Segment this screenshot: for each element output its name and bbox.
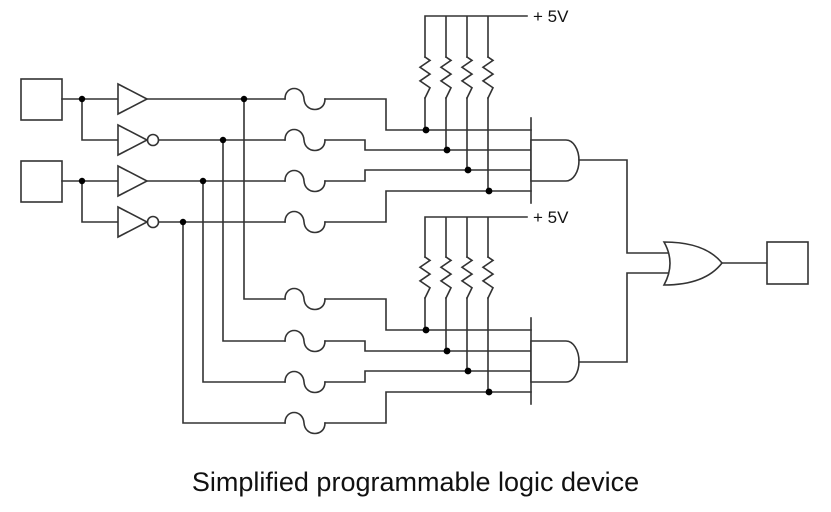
junction-dot — [78, 177, 86, 185]
junction-dot — [199, 177, 207, 185]
fuse — [284, 287, 326, 311]
input-a-wires — [61, 98, 119, 141]
resistor — [418, 255, 432, 300]
fuse — [284, 169, 326, 193]
resistor-leads-lower — [424, 297, 489, 393]
junction-dot — [422, 126, 430, 134]
inverter-b — [117, 205, 149, 239]
fuse-array — [284, 87, 326, 435]
supply-label-upper: + 5V — [533, 7, 569, 26]
junction-dot — [464, 367, 472, 375]
resistor — [439, 55, 453, 100]
fuse — [284, 210, 326, 234]
buffer-a — [117, 82, 149, 116]
resistor-leads-upper — [424, 97, 489, 192]
junction-dot — [485, 388, 493, 396]
resistor — [481, 55, 495, 100]
inverter-bubble — [146, 133, 160, 147]
junction-dot — [464, 166, 472, 174]
inverter-bubble — [146, 215, 160, 229]
vertical-drops — [182, 98, 286, 424]
junction-dot — [219, 136, 227, 144]
supply-rail-lower — [424, 216, 528, 258]
junction-dot — [179, 218, 187, 226]
fuse — [284, 128, 326, 152]
and-gate-upper — [530, 139, 580, 182]
fuse — [284, 329, 326, 353]
junction-dot — [240, 95, 248, 103]
or-gate — [662, 241, 724, 286]
and-lower-output-wire — [578, 272, 670, 363]
junction-dot — [443, 347, 451, 355]
input-box-b — [20, 160, 63, 203]
inverter-a — [117, 123, 149, 157]
fuse — [284, 87, 326, 111]
supply-rail-upper — [424, 15, 528, 58]
input-rails — [146, 98, 286, 223]
resistor — [418, 55, 432, 100]
junction-dot — [422, 326, 430, 334]
buffer-b — [117, 164, 149, 198]
junction-dot — [78, 95, 86, 103]
output-box — [766, 241, 809, 285]
input-box-a — [20, 78, 63, 121]
resistor — [460, 55, 474, 100]
fuse — [284, 411, 326, 435]
resistor — [460, 255, 474, 300]
pullup-resistors — [418, 55, 495, 300]
lower-and-inputs — [324, 298, 532, 424]
junction-dot — [443, 146, 451, 154]
resistor — [481, 255, 495, 300]
upper-and-inputs — [324, 98, 532, 223]
junction-dot — [485, 187, 493, 195]
diagram-caption: Simplified programmable logic device — [191, 467, 640, 497]
input-b-wires — [61, 180, 119, 223]
resistor — [439, 255, 453, 300]
fuse — [284, 370, 326, 394]
supply-label-lower: + 5V — [533, 208, 569, 227]
and-upper-output-wire — [578, 159, 670, 254]
and-gate-lower — [530, 340, 580, 383]
